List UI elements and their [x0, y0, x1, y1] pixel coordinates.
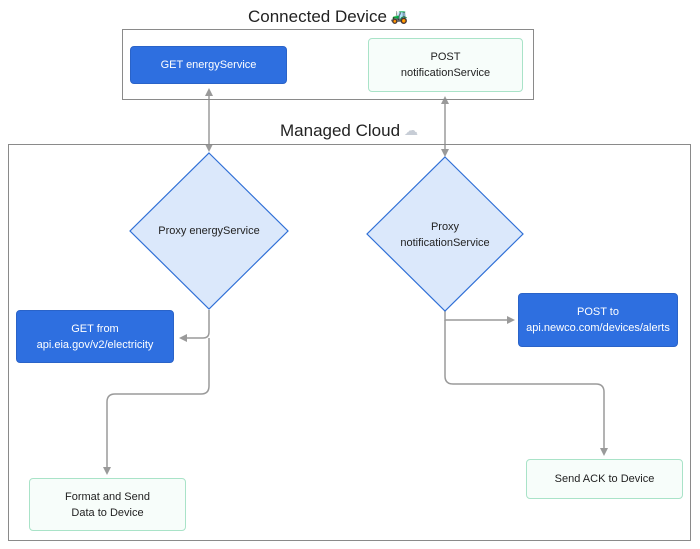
post-notificationservice-box[interactable]: POST notificationService	[368, 38, 523, 92]
connected-device-title: Connected Device🚜	[248, 7, 409, 26]
connector-proxy-to-format-send	[103, 338, 210, 475]
send-ack-box[interactable]: Send ACK to Device	[526, 459, 683, 499]
proxy-energyservice-label: Proxy energyService	[158, 225, 260, 237]
connector-proxy-to-get-from	[179, 310, 210, 342]
proxy-notificationservice-diamond	[366, 156, 524, 312]
managed-cloud-title: Managed Cloud☁	[280, 121, 419, 140]
connected-device-frame	[122, 29, 534, 100]
proxy-notificationservice-label: Proxy notificationService	[400, 221, 490, 249]
cloud-lightning-icon: ☁	[404, 122, 419, 138]
get-from-eia-box[interactable]: GET from api.eia.gov/v2/electricity	[16, 310, 174, 363]
connector-proxy-to-send-ack	[444, 320, 608, 456]
post-to-newco-box[interactable]: POST to api.newco.com/devices/alerts	[518, 293, 678, 347]
format-and-send-box[interactable]: Format and Send Data to Device	[29, 478, 186, 531]
tractor-icon: 🚜	[390, 8, 409, 24]
managed-cloud-frame	[8, 144, 691, 541]
get-energyservice-box[interactable]: GET energyService	[130, 46, 287, 84]
proxy-energyservice-diamond	[129, 152, 289, 310]
